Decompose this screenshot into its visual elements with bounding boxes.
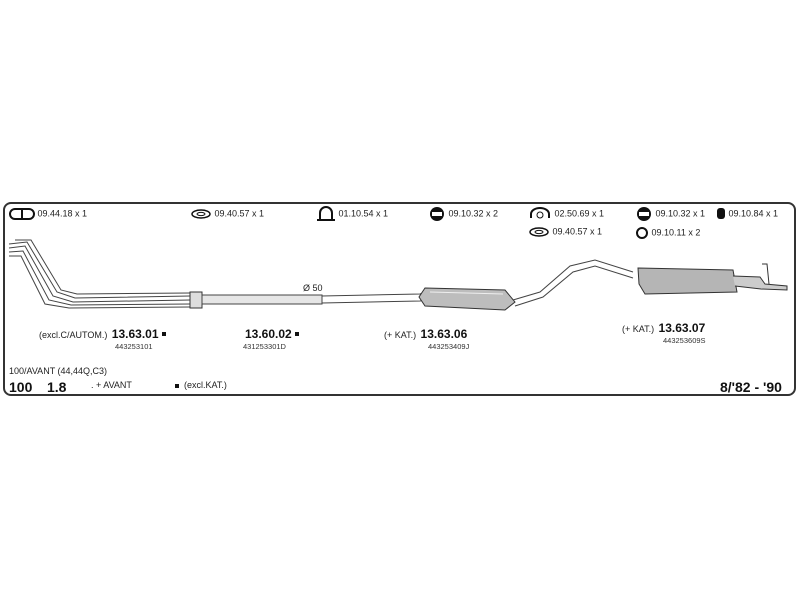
hardware-code: 09.44.18 x 1: [37, 208, 88, 219]
excl-kat-square-icon: [161, 331, 166, 336]
rear-pipe-drawing: [512, 259, 634, 307]
hanger-rubber-icon: [717, 208, 725, 219]
hardware-item: 09.44.18 x 1: [9, 208, 87, 220]
part-13-60-02: 13.60.02: [245, 325, 299, 343]
part-number: 13.63.01: [111, 327, 159, 341]
hardware-item: 09.10.32 x 1: [635, 206, 705, 222]
hardware-item: 09.10.32 x 2: [428, 206, 498, 222]
exhaust-system-drawing: [8, 239, 788, 311]
u-bolt-clamp-icon: [317, 206, 335, 221]
oem-number: 443253409J: [428, 342, 470, 351]
part-note: (+ KAT.): [384, 330, 417, 340]
legend-excl-kat: (excl.KAT.): [175, 380, 227, 390]
diameter-label: Ø 50: [303, 283, 323, 293]
rubber-mount-icon: [637, 207, 651, 221]
gasket-ring-icon: [529, 227, 549, 237]
engine-size: 1.8: [47, 379, 67, 395]
model-years: 8/'82 - '90: [720, 379, 782, 395]
hardware-code: 09.10.84 x 1: [728, 208, 779, 219]
excl-kat-square-icon: [175, 383, 179, 388]
hardware-code: 09.40.57 x 1: [552, 226, 603, 237]
hardware-code: 09.40.57 x 1: [214, 208, 265, 219]
legend-excl-kat-text: (excl.KAT.): [184, 380, 227, 390]
legend-avant: . + AVANT: [91, 380, 132, 390]
hardware-code: 09.10.32 x 2: [448, 208, 499, 219]
hardware-code: 02.50.69 x 1: [554, 208, 605, 219]
excl-kat-square-icon: [294, 331, 299, 336]
rubber-mount-icon: [430, 207, 444, 221]
part-13-63-01: (excl.C/AUTOM.) 13.63.01: [39, 325, 166, 343]
hardware-item: 09.40.57 x 1: [528, 226, 602, 238]
vehicle-model: 100: [9, 379, 33, 395]
part-note: (+ KAT.): [622, 324, 655, 334]
hardware-item: 01.10.54 x 1: [316, 206, 388, 222]
front-pipe-drawing: [8, 239, 203, 309]
hardware-code: 09.10.32 x 1: [655, 208, 706, 219]
part-number: 13.60.02: [245, 327, 292, 341]
clamp-ring-icon: [9, 208, 35, 220]
hardware-item: 09.10.84 x 1: [716, 206, 778, 222]
oem-number: 431253301D: [243, 342, 286, 351]
pipe-clamp-icon: [530, 207, 550, 219]
gasket-ring-icon: [191, 209, 211, 219]
hardware-code: 09.10.11 x 2: [651, 227, 701, 238]
part-number: 13.63.07: [658, 321, 706, 335]
oem-number: 443253101: [115, 342, 153, 351]
hardware-code: 01.10.54 x 1: [338, 208, 389, 219]
oem-number: 443253609S: [663, 336, 706, 345]
rear-silencer-drawing: [637, 263, 788, 295]
part-13-63-07: (+ KAT.) 13.63.07: [622, 319, 705, 337]
hardware-item: 09.40.57 x 1: [190, 208, 264, 220]
hardware-item: 02.50.69 x 1: [528, 206, 604, 222]
front-silencer-drawing: [418, 287, 516, 311]
exhaust-diagram-panel: 09.44.18 x 1 09.40.57 x 1 01.10.54 x 1 0…: [3, 202, 796, 396]
part-13-63-06: (+ KAT.) 13.63.06: [384, 325, 467, 343]
rubber-ring-icon: [636, 227, 648, 239]
part-note: (excl.C/AUTOM.): [39, 330, 108, 340]
vehicle-variant: 100/AVANT (44,44Q,C3): [9, 366, 108, 376]
part-number: 13.63.06: [420, 327, 468, 341]
hardware-item: 09.10.11 x 2: [635, 226, 700, 240]
